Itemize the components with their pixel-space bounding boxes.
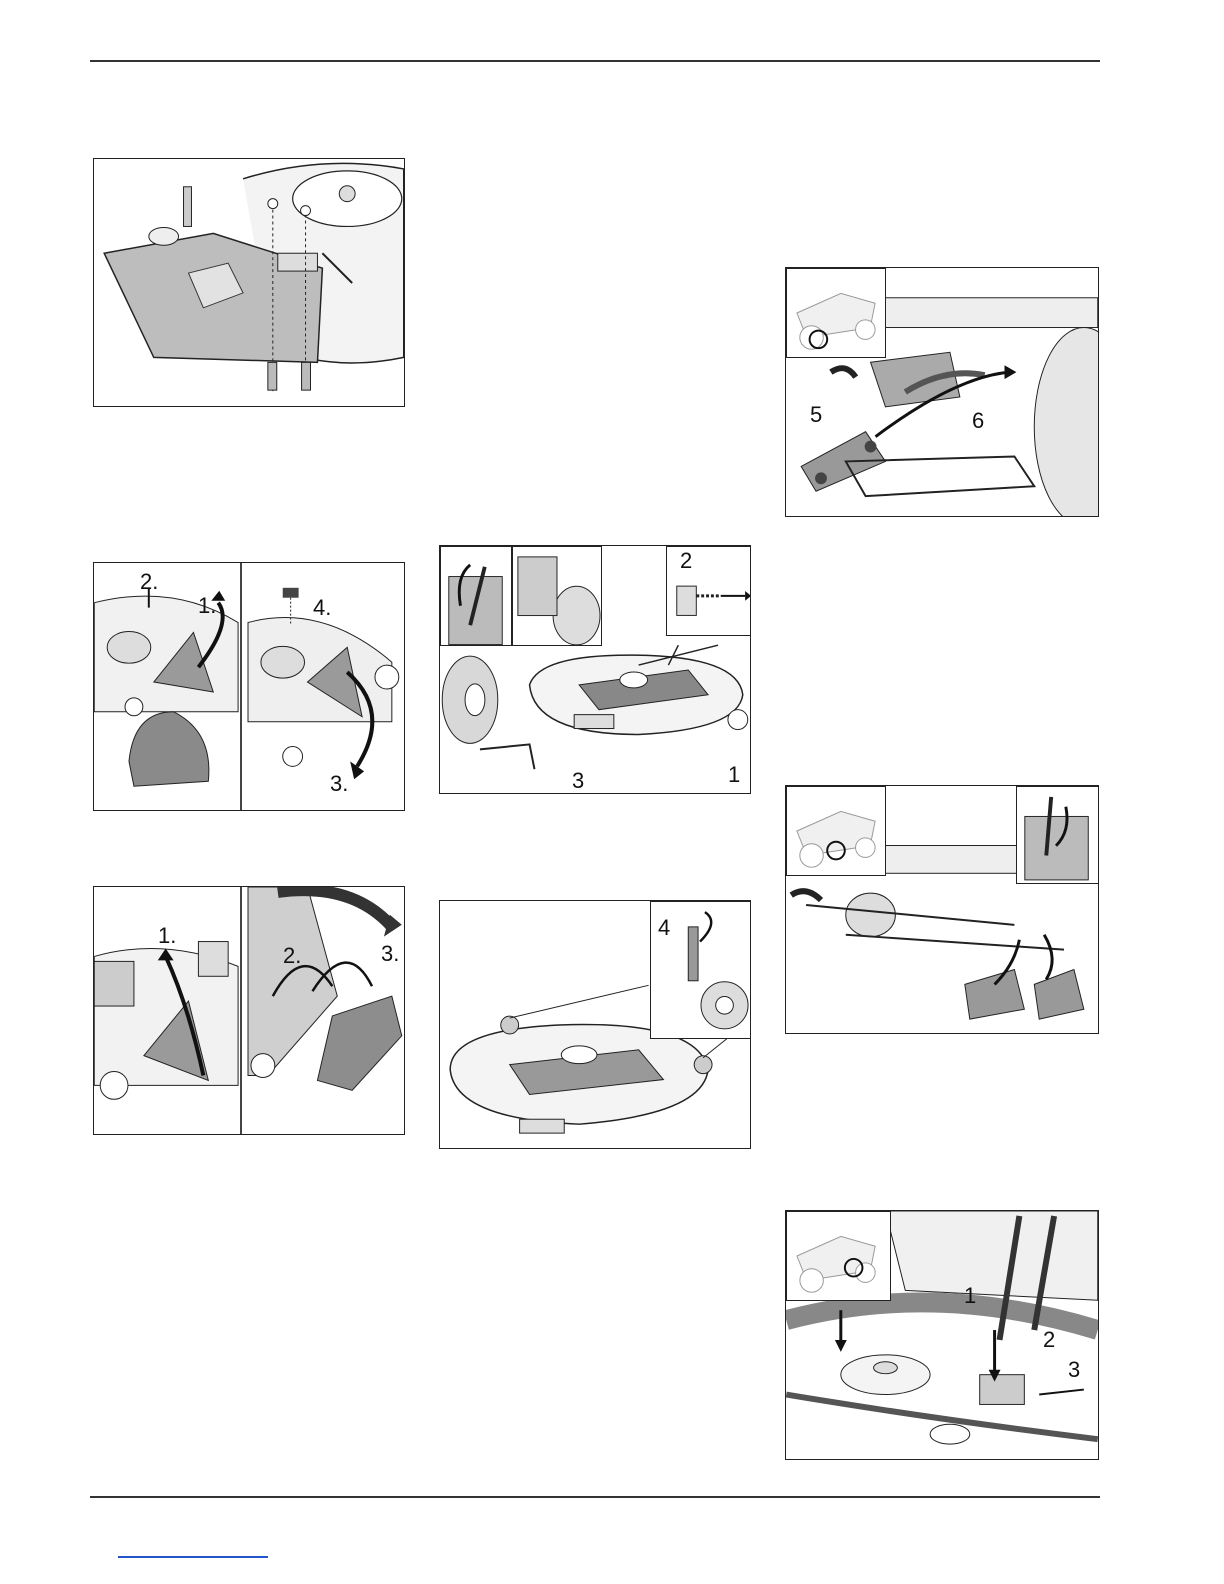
- chute-removal-illustration: [94, 563, 404, 810]
- footer-rule: [90, 1496, 1100, 1498]
- figure-deck-wheel-adjustment: 4: [439, 900, 751, 1149]
- panel-divider: [240, 563, 242, 810]
- step-label: 3.: [330, 773, 348, 795]
- part-label: 4: [658, 917, 670, 939]
- part-label: 1: [964, 1285, 976, 1307]
- step-label: 1.: [198, 595, 216, 617]
- part-label: 3: [572, 770, 584, 792]
- part-label: 3: [1068, 1359, 1080, 1381]
- panel-divider: [240, 887, 242, 1134]
- figure-front-bracket-attachment: 5 6: [785, 267, 1099, 517]
- discharge-chute-illustration: [94, 159, 404, 406]
- inset-lock-pin: [666, 546, 751, 636]
- step-label: 2.: [283, 945, 301, 967]
- figure-mower-deck-overview: 2 3 1: [439, 545, 751, 794]
- inset-tractor-location: [786, 786, 886, 876]
- inset-lever-position: [1016, 786, 1099, 884]
- part-label: 2: [680, 550, 692, 572]
- header-rule: [90, 60, 1100, 62]
- figure-belt-tensioner: 1 2 3: [785, 1210, 1099, 1460]
- inset-tractor-location: [786, 268, 886, 358]
- figure-rear-hook-attachment: [785, 785, 1099, 1034]
- chute-installation-illustration: [94, 887, 404, 1134]
- footer-link-underline[interactable]: [118, 1556, 268, 1558]
- part-label: 6: [972, 410, 984, 432]
- part-label: 2: [1043, 1329, 1055, 1351]
- inset-tractor-side: [512, 546, 602, 646]
- inset-tractor-location: [786, 1211, 891, 1301]
- inset-tractor-lever: [440, 546, 512, 646]
- figure-chute-installation-steps: 1. 2. 3.: [93, 886, 405, 1135]
- step-label: 1.: [158, 925, 176, 947]
- figure-discharge-chute-mounting: [93, 158, 405, 407]
- part-label: 1: [728, 764, 740, 786]
- step-label: 2.: [140, 571, 158, 593]
- step-label: 4.: [313, 597, 331, 619]
- part-label: 5: [810, 404, 822, 426]
- figure-chute-removal-steps: 2. 1. 4. 3.: [93, 562, 405, 811]
- step-label: 3.: [381, 943, 399, 965]
